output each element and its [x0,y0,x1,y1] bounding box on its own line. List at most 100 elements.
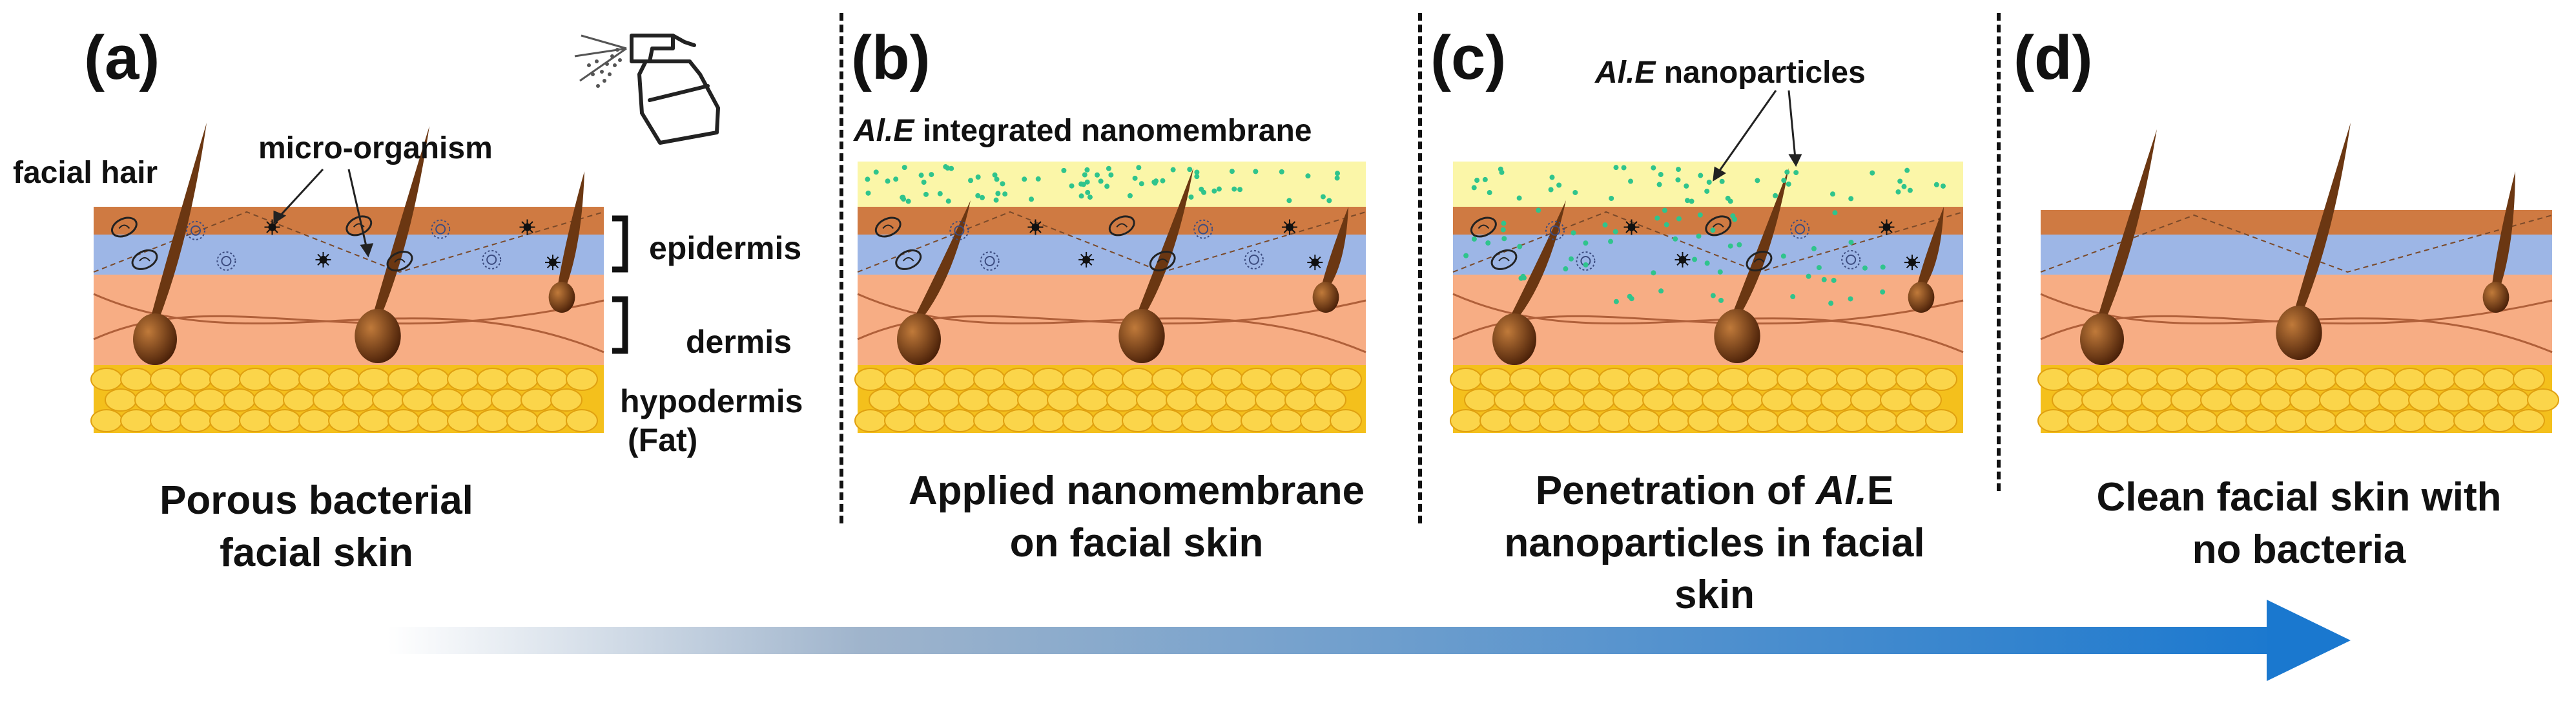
spore-particle [322,253,329,260]
panel-letter-d: (d) [2014,23,2093,92]
virus-particle [954,225,965,236]
spore-particle [1283,221,1290,228]
nanoparticle [1831,277,1837,283]
fat-cell [1642,388,1674,412]
nanoparticle [1704,260,1710,266]
fat-cell [1494,388,1526,412]
nanoparticle [929,172,934,178]
fat-cell [1866,409,1898,432]
fat-cell [1806,409,1839,432]
fat-cell [1241,409,1273,432]
divider-ab [840,13,843,523]
nanoparticle [1689,198,1695,204]
hair-shaft [558,171,584,284]
fat-cell [2216,409,2248,432]
fat-cell [566,409,598,432]
fat-cell [854,368,887,391]
virus-particle [435,224,446,235]
fat-cell [2097,368,2129,391]
hair-shaft [2492,171,2515,284]
bacterium-rod [1753,258,1765,263]
fat-cell [1003,368,1035,391]
nanoparticle [1194,169,1200,175]
nanoparticle [1654,215,1660,221]
fat-cell [1850,388,1882,412]
fat-cell [869,388,901,412]
hair-follicle-bulb [1312,282,1339,313]
fat-cell [1836,368,1868,391]
nanoparticle [1474,178,1480,184]
nanoparticle [1237,187,1243,193]
nanoparticle [945,198,951,204]
bacterium-rod [139,257,150,262]
nanoparticle [1710,227,1716,233]
fat-cell [1122,409,1154,432]
epidermis-dashed-line [2040,214,2553,273]
fat-cell [2394,409,2426,432]
bacterium-rod [1498,257,1510,262]
fat-cell [2424,409,2456,432]
fat-cell [1151,368,1184,391]
bacterium-rod [874,216,902,238]
nanoparticle [1085,189,1091,195]
fat-cell [1509,368,1541,391]
spore-particle [1080,259,1087,266]
fat-cell [2468,388,2500,412]
spore-particle [1676,259,1684,266]
spore-particle [1029,226,1036,233]
nanoparticle [1078,181,1084,187]
nanoparticle [1673,236,1678,242]
nanoparticle [1727,243,1733,249]
fat-cell [1151,409,1184,432]
spore-particle [1029,221,1036,228]
nanoparticle [1790,294,1796,300]
bacterium-rod [118,224,130,229]
spore-particle [1035,221,1042,228]
fat-cell [1777,368,1809,391]
nanoparticle [1651,165,1656,171]
virus-particle [431,219,451,239]
caption-c-line2: nanoparticles in facial [1504,520,1925,565]
fat-cell [239,409,271,432]
skin-section-d [2037,123,2559,433]
virus-particle [221,256,232,266]
virus-particle [980,251,1000,271]
bacterium-rod [882,224,894,229]
fat-cell [1925,409,1957,432]
nanoparticle [1941,183,1946,189]
fat-cell [1450,409,1482,432]
nanoparticle [1231,186,1237,192]
virus-particle [1550,225,1560,236]
nanoparticle [900,195,905,200]
spore-particle [546,262,553,269]
nanoparticles-label: Al.E nanoparticles [1595,55,1866,90]
hair-shaft [1322,207,1348,284]
nanoparticle [1187,167,1193,173]
nanoparticle [1662,207,1667,213]
caption-c: Penetration of Al.E nanoparticles in fac… [1443,465,1986,622]
nanoparticle [1571,230,1576,236]
fat-cell [313,388,345,412]
hair-follicle-bulb [1492,313,1536,365]
hair-follicle-bulb [1714,309,1760,363]
hair-shaft [1917,207,1944,284]
caption-b: Applied nanomembrane on facial skin [859,465,1414,569]
nanoparticle [1211,188,1217,194]
spore-particle [1309,262,1316,269]
fat-cell [431,388,464,412]
epidermis-dashed-line [93,211,604,273]
fat-cell [1255,388,1287,412]
nanoparticle [921,179,927,185]
nanoparticle [1829,191,1835,197]
hair-follicle-bulb [133,313,177,365]
fat-cell [1136,388,1168,412]
spore-particle [526,221,533,228]
nanoparticle [1132,175,1138,181]
fat-cell [2305,409,2337,432]
fat-cell [2067,409,2099,432]
nanoparticle [1608,238,1614,244]
nanoparticle [1706,179,1712,185]
spore-particle [271,221,278,228]
nanoparticle [1482,176,1488,182]
